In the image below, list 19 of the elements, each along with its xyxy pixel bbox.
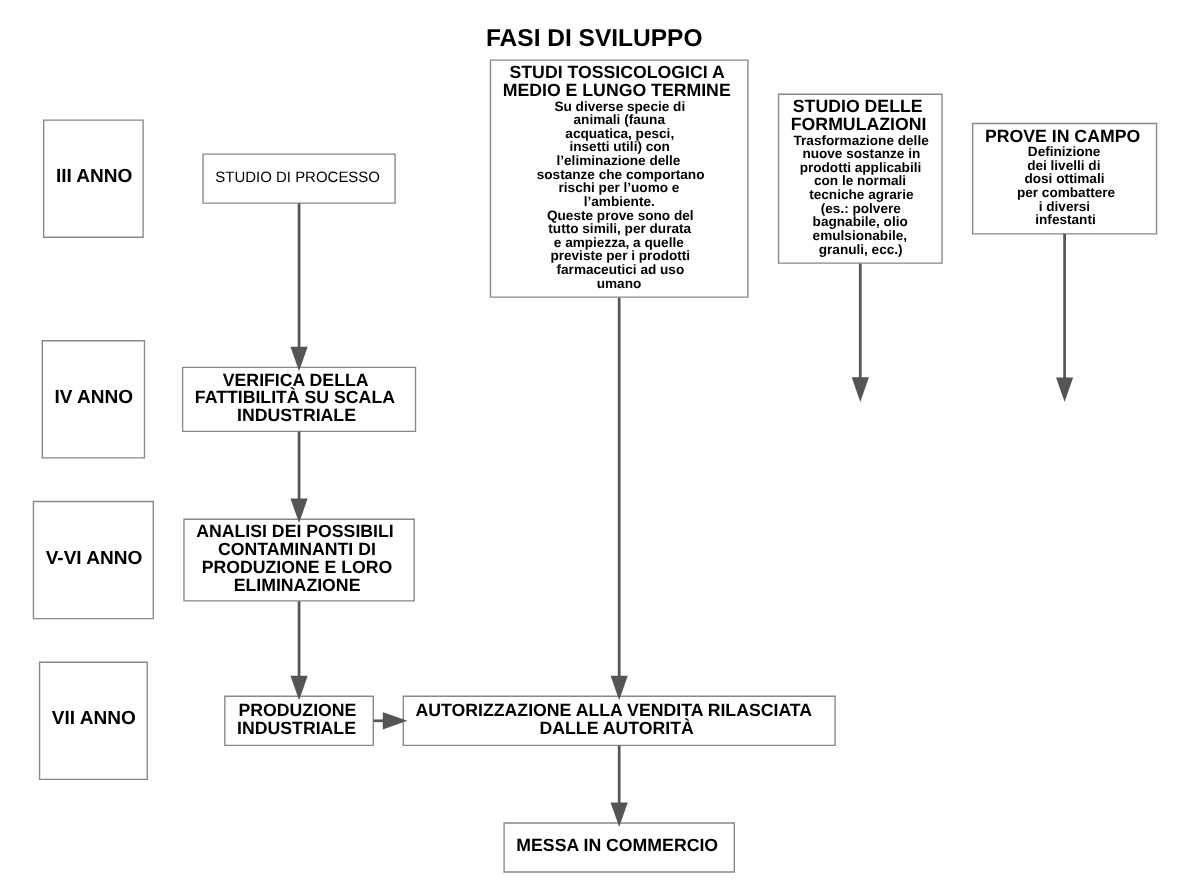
node-box: VERIFICA DELLA FATTIBILITÀ SU SCALA INDUSTRIALE [180,366,416,432]
node-box: III ANNO [42,119,143,238]
node-box: STUDIO DI PROCESSO [201,153,395,204]
diagram-title: FASI DI SVILUPPO [485,23,702,52]
arrow [609,297,627,701]
node-box: AUTORIZZAZIONE ALLA VENDITA RILASCIATA DALLE AUTORITÀ [401,695,835,746]
arrow [609,745,627,827]
node-box: V-VI ANNO [31,500,153,620]
arrow [372,712,407,730]
arrow [289,601,307,701]
arrow [289,431,307,524]
node-box: MESSA IN COMMERCIO [502,822,734,873]
node-box: ANALISI DEI POSSIBILI CONTAMINANTI DI PRODUZIONE E LORO ELIMINAZIONE [182,518,414,602]
node-box: IV ANNO [40,340,145,459]
arrow [850,263,868,402]
arrow [1055,233,1073,402]
node-box: VII ANNO [37,661,147,781]
arrow [289,203,307,372]
node-box: PRODUZIONE INDUSTRIALE [223,695,373,746]
